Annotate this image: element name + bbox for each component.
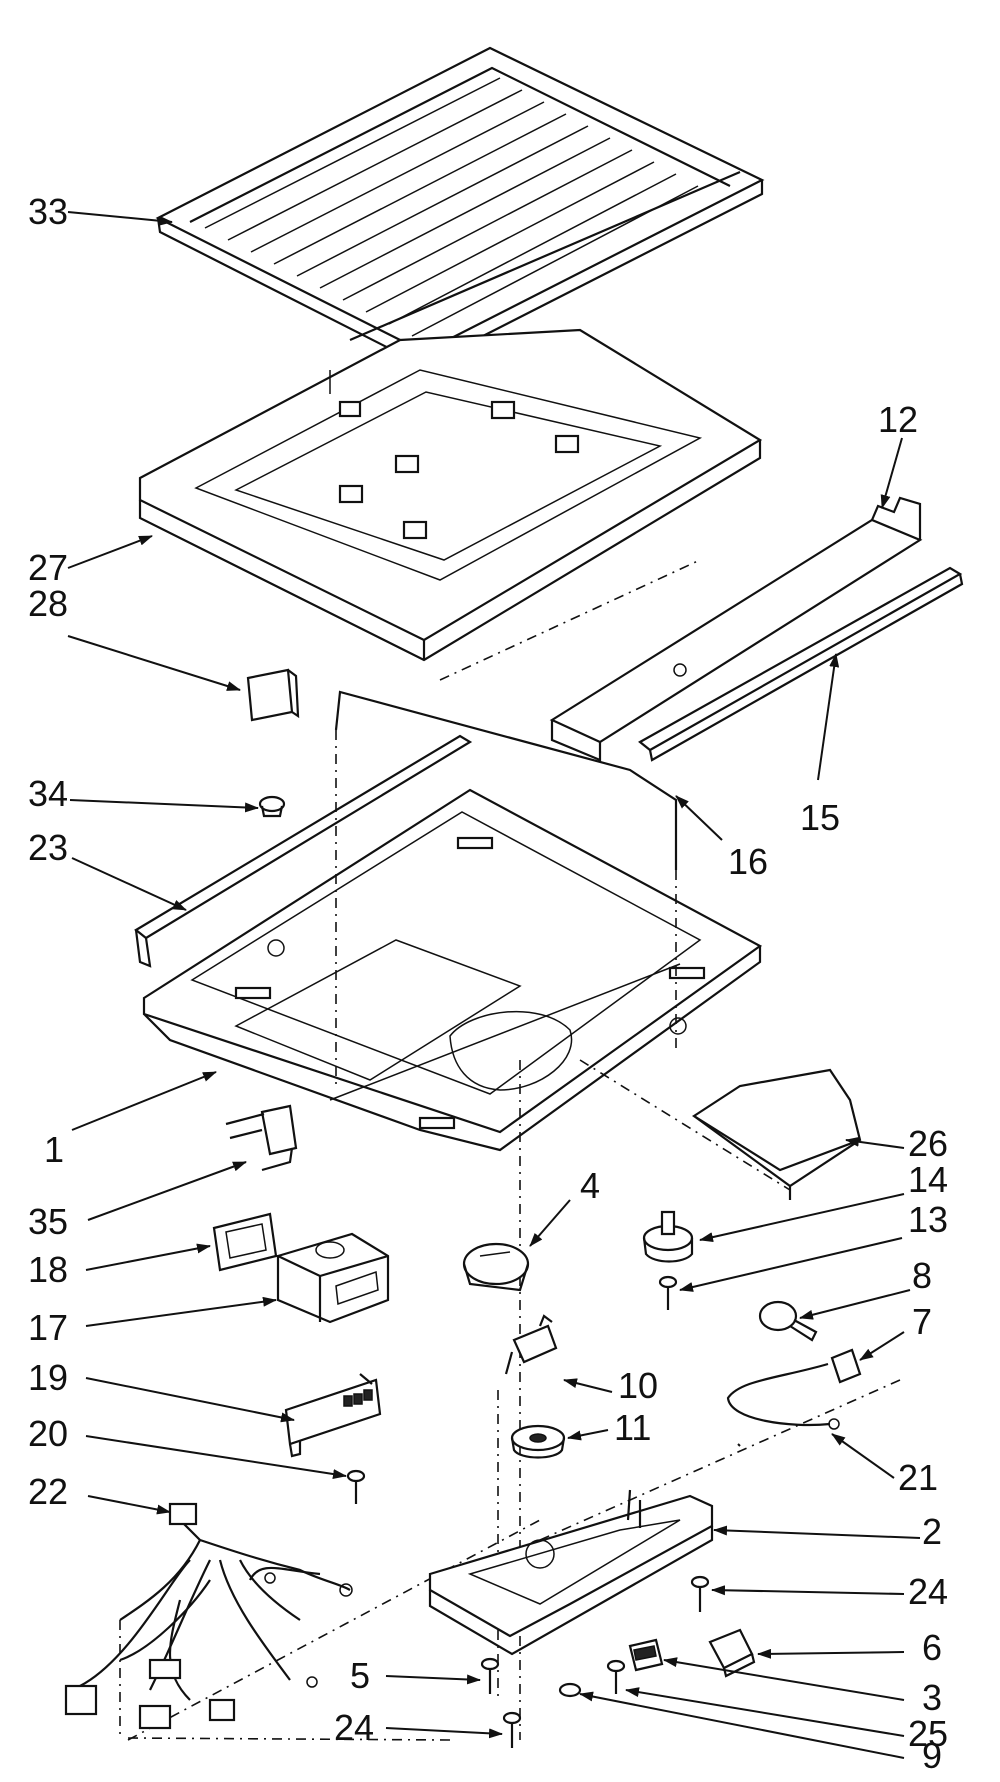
callout-35: 35 [28, 1201, 68, 1242]
callout-14: 14 [908, 1159, 948, 1200]
part-5-screw [480, 1657, 500, 1694]
part-1-housing-base [142, 788, 763, 1152]
part-35-bracket [225, 1104, 298, 1172]
part-34-bushing [258, 795, 286, 818]
part-14-damper-knob [642, 1210, 694, 1263]
callout-15: 15 [800, 797, 840, 838]
part-24-screw-lower [502, 1711, 522, 1748]
callout-1: 1 [44, 1129, 64, 1170]
callout-25: 25 [908, 1713, 948, 1754]
callout-8: 8 [912, 1255, 932, 1296]
part-20-screw [346, 1469, 366, 1504]
callout-9: 9 [922, 1735, 942, 1776]
callout-4: 4 [580, 1165, 600, 1206]
callout-3: 3 [922, 1677, 942, 1718]
part-9-nut [558, 1682, 582, 1698]
callout-16: 16 [728, 841, 768, 882]
callout-23: 23 [28, 827, 68, 868]
part-26-cover [691, 1068, 862, 1200]
callout-24-upper: 24 [908, 1571, 948, 1612]
part-18-gasket [212, 1212, 278, 1272]
part-6-relay [708, 1628, 756, 1678]
part-23-trim [134, 734, 473, 968]
part-24-screw-upper [690, 1575, 710, 1612]
part-12-rail [549, 496, 923, 762]
callout-11: 11 [614, 1407, 651, 1448]
callout-12: 12 [878, 399, 918, 440]
callout-2: 2 [922, 1511, 942, 1552]
callout-21: 21 [898, 1457, 938, 1498]
part-10-switch [504, 1314, 558, 1375]
callout-10: 10 [618, 1365, 658, 1406]
part-15-rail [638, 566, 964, 762]
part-3-switch-block [628, 1638, 664, 1672]
callout-26: 26 [908, 1123, 948, 1164]
callout-18: 18 [28, 1249, 68, 1290]
part-19-switch-bracket [284, 1373, 382, 1458]
callout-22: 22 [28, 1471, 68, 1512]
part-27-liner-frame [138, 328, 763, 662]
callout-27: 27 [28, 547, 68, 588]
part-33-top-grille [155, 46, 765, 368]
part-25-screw [606, 1659, 626, 1694]
part-17-control-box [276, 1232, 390, 1324]
callout-24-lower: 24 [334, 1707, 374, 1748]
callout-labels: 33 12 27 28 15 34 16 23 26 1 4 14 35 13 … [28, 191, 948, 1776]
callout-5: 5 [350, 1655, 370, 1696]
part-22-wiring-harness [64, 1502, 353, 1730]
part-7-lamp-socket [830, 1348, 862, 1384]
part-16-wire [334, 690, 678, 870]
callout-6: 6 [922, 1627, 942, 1668]
part-2-lower-housing [428, 1489, 714, 1656]
callout-7: 7 [912, 1301, 932, 1342]
callout-19: 19 [28, 1357, 68, 1398]
callout-33: 33 [28, 191, 68, 232]
part-8-light-bulb [758, 1300, 818, 1342]
part-21-socket-wire [726, 1362, 840, 1430]
part-11-knob [510, 1424, 566, 1459]
callout-20: 20 [28, 1413, 68, 1454]
callout-34: 34 [28, 773, 68, 814]
part-13-screw [658, 1275, 678, 1310]
callout-13: 13 [908, 1199, 948, 1240]
part-28-pad [246, 668, 300, 722]
leader-lines [67, 211, 921, 1759]
part-4-thermostat [462, 1242, 530, 1292]
assembly-centerlines [119, 559, 901, 1741]
callout-28: 28 [28, 583, 68, 624]
callout-17: 17 [28, 1307, 68, 1348]
